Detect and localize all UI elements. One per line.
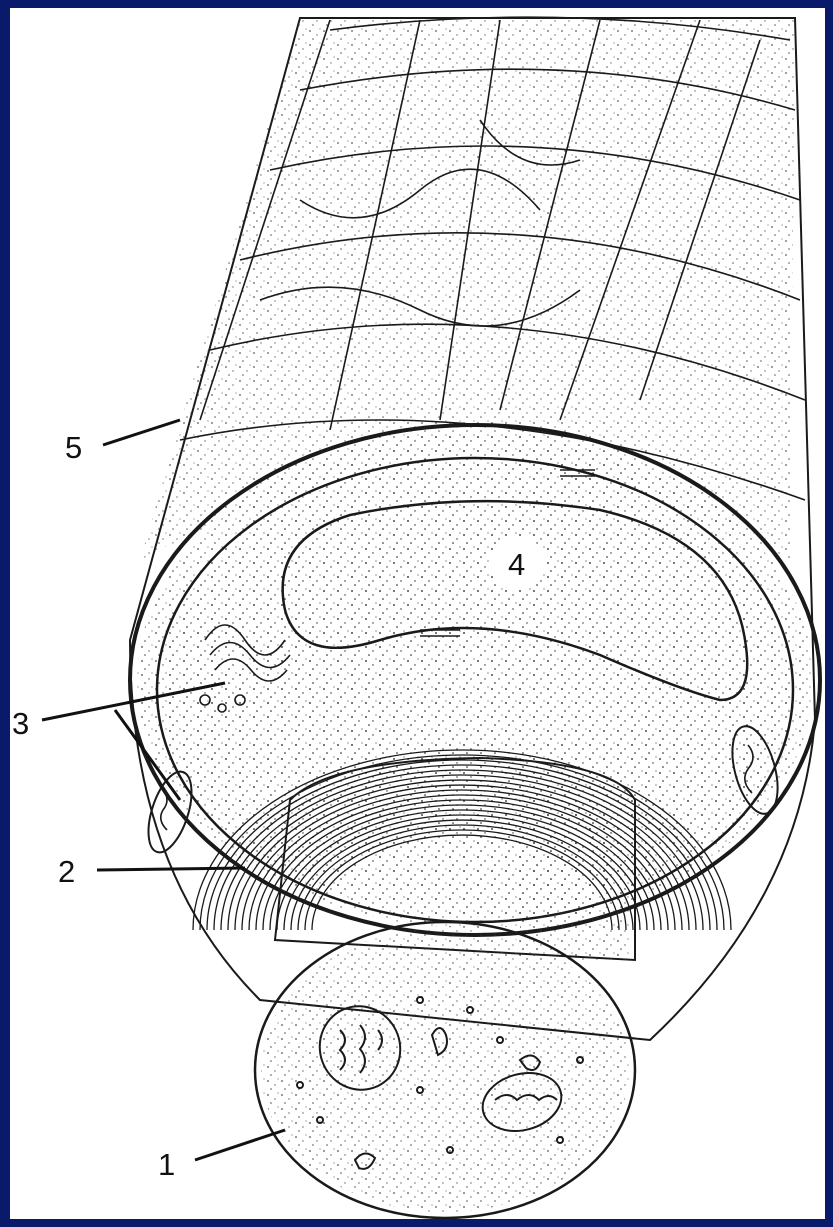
illustration-panel: 1 2 3 4 5 [10,8,825,1219]
label-3: 3 [12,706,29,741]
label-2: 2 [58,854,75,889]
axon-stipple [520,770,630,960]
myelinated-nerve-fiber-illustration: 1 2 3 4 5 [10,8,825,1219]
label-1: 1 [158,1147,175,1182]
label-5: 5 [65,430,82,465]
label-4: 4 [508,547,525,582]
axoplasm-stipple [261,928,629,1212]
